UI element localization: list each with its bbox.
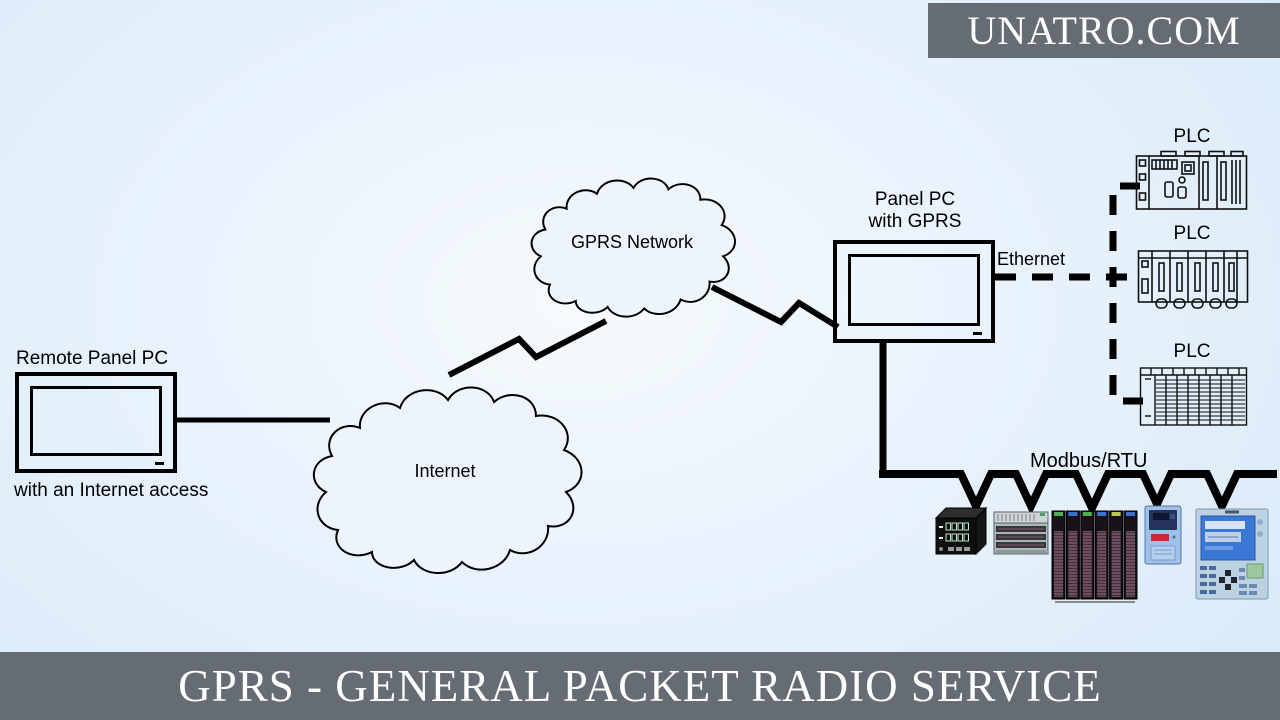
footer-title-text: GPRS - GENERAL PACKET RADIO SERVICE xyxy=(178,661,1102,711)
panel-pc-label: Panel PC with GPRS xyxy=(840,189,990,233)
plc2-label: PLC xyxy=(1173,223,1211,244)
plc-rack-icon xyxy=(1051,510,1138,603)
hmi-panel-icon xyxy=(1195,508,1269,600)
remote-panel-pc-monitor-icon xyxy=(15,372,177,473)
footer-title-banner: GPRS - GENERAL PACKET RADIO SERVICE xyxy=(0,652,1280,720)
site-watermark-text: UNATRO.COM xyxy=(967,8,1241,53)
site-watermark-banner: UNATRO.COM xyxy=(928,3,1280,58)
internet-cloud-label: Internet xyxy=(414,461,476,481)
gprs-cloud-label: GPRS Network xyxy=(570,232,694,252)
temperature-controller-icon xyxy=(934,506,988,556)
monitor-screen xyxy=(30,386,162,456)
plc1-label: PLC xyxy=(1173,126,1211,147)
ethernet-link-label: Ethernet xyxy=(997,249,1066,269)
plc3-label: PLC xyxy=(1173,341,1211,362)
monitor-power-dash xyxy=(973,332,982,335)
panel-pc-monitor-icon xyxy=(833,240,995,343)
modbus-link-label: Modbus/RTU xyxy=(1030,450,1148,472)
plc1-rack-icon xyxy=(1135,150,1248,210)
plc3-rack-icon xyxy=(1139,367,1248,426)
panel-pc-label-line1: Panel PC xyxy=(874,189,956,210)
vfd-drive-icon xyxy=(1144,505,1182,565)
io-module-icon xyxy=(993,511,1049,555)
monitor-screen xyxy=(848,254,980,326)
remote-panel-pc-caption: with an Internet access xyxy=(14,480,209,501)
remote-panel-pc-label: Remote Panel PC xyxy=(16,348,169,369)
panel-pc-label-line2: with GPRS xyxy=(868,210,962,232)
plc2-rack-icon xyxy=(1137,250,1249,309)
monitor-power-dash xyxy=(155,462,164,465)
